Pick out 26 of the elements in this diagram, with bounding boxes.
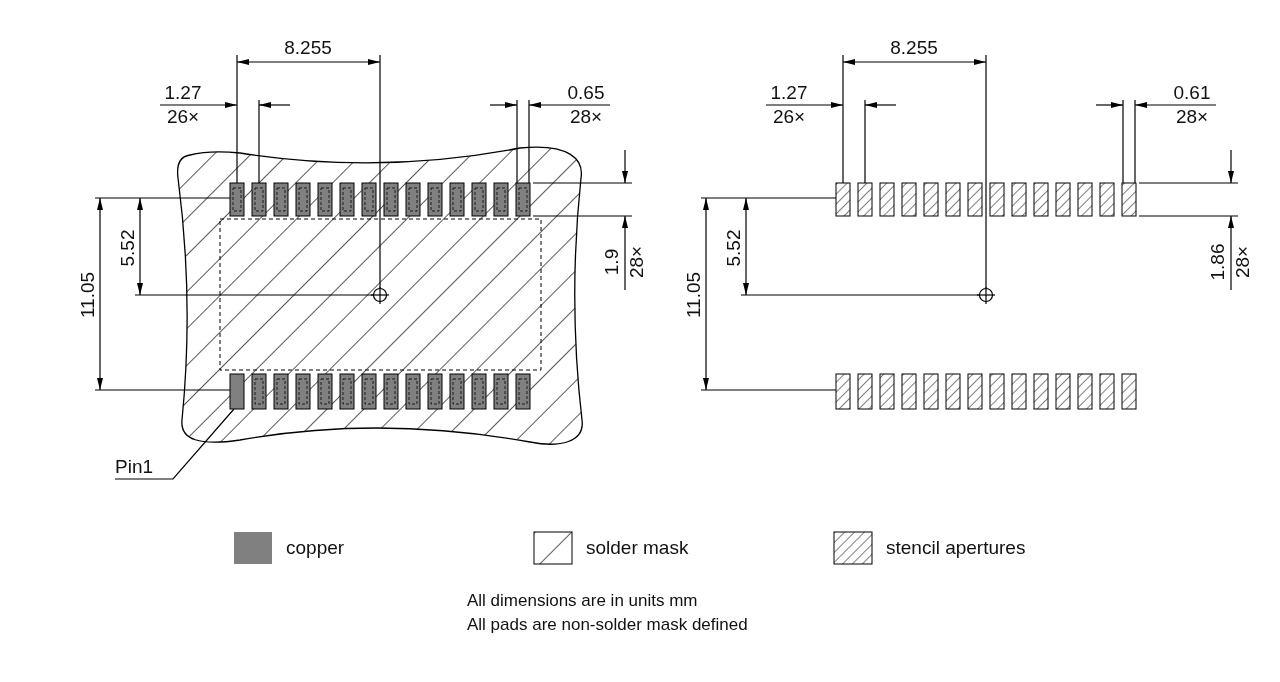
- note-text: All dimensions are in units mm: [467, 591, 698, 611]
- legend-label: copper: [286, 537, 345, 559]
- dimension-value: 5.52: [723, 229, 745, 267]
- dimension-count: 26×: [166, 106, 200, 128]
- dimension-value: 1.9: [601, 248, 623, 276]
- dimension-value: 1.27: [164, 82, 202, 104]
- note-text: All pads are non-solder mask defined: [467, 615, 748, 635]
- dimension-count: 28×: [1232, 245, 1254, 279]
- dimension-value: 8.255: [284, 37, 332, 59]
- dimension-count: 28×: [569, 106, 603, 128]
- pin-one-pad: [229, 373, 245, 410]
- dimension-value: 1.27: [770, 82, 808, 104]
- leader-line: [114, 408, 235, 480]
- dimension-value: 8.255: [890, 37, 938, 59]
- dimension-count: 28×: [1175, 106, 1209, 128]
- dimension-count: 26×: [772, 106, 806, 128]
- dimension-value: 11.05: [77, 271, 99, 319]
- legend-label: stencil apertures: [886, 537, 1026, 559]
- dimension-value: 5.52: [117, 229, 139, 267]
- dimension-value: 11.05: [683, 271, 705, 319]
- dimension-count: 28×: [626, 245, 648, 279]
- dimension-value: 0.65: [567, 82, 605, 104]
- dimension-value: 1.86: [1207, 243, 1229, 281]
- pin-label: Pin1: [115, 456, 154, 478]
- legend-label: solder mask: [586, 537, 689, 559]
- dimension-value: 0.61: [1173, 82, 1211, 104]
